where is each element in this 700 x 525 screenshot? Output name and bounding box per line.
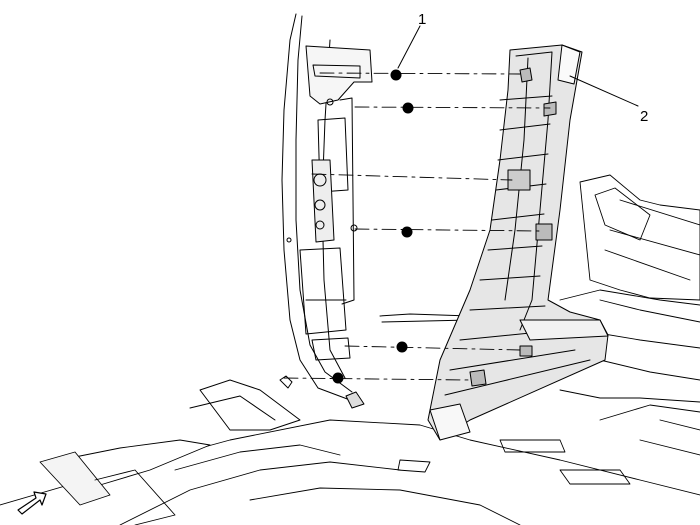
callout-label: 1 [418, 11, 426, 28]
callout-label: 2 [640, 108, 648, 125]
clip-fastener [401, 226, 413, 238]
clip-fastener [402, 102, 414, 114]
trim-clip-fasteners [332, 69, 414, 384]
clip-fastener [390, 69, 402, 81]
view-direction-arrow-icon [17, 491, 47, 515]
rear-seat-structure [559, 174, 700, 456]
b-pillar-trim-panel [427, 44, 609, 441]
alignment-lines [283, 72, 551, 381]
callout-1: 1 [397, 11, 426, 69]
callout-2: 2 [569, 75, 648, 125]
b-pillar-body [189, 13, 471, 431]
floor-structure [0, 299, 700, 525]
clip-fastener [332, 372, 344, 384]
